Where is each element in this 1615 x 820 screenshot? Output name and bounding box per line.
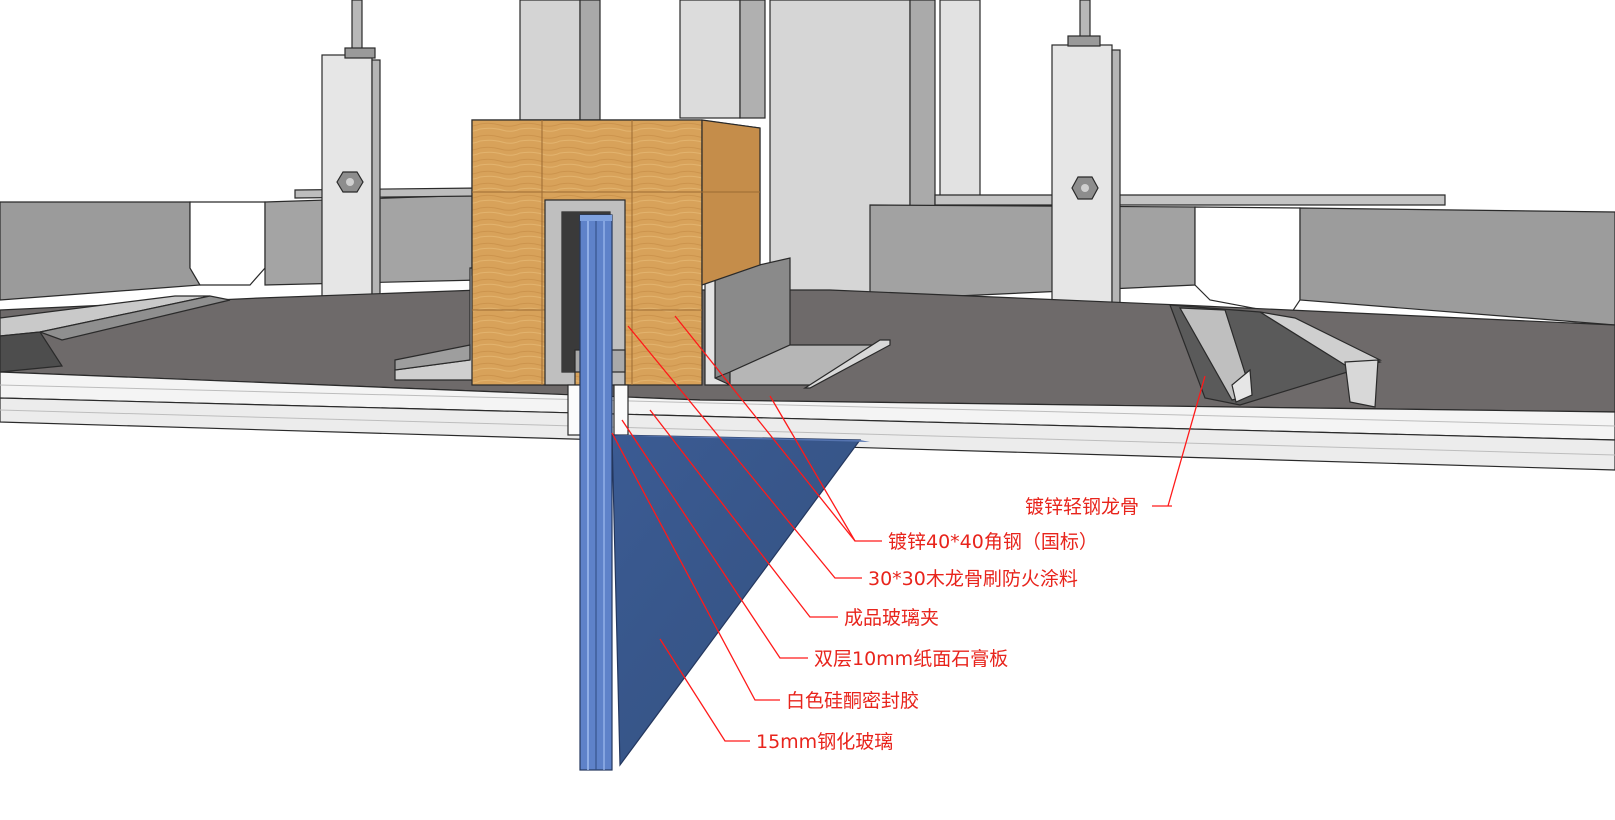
angle-steel-right [704, 257, 891, 389]
label-light-steel-keel: 镀锌轻钢龙骨 [1025, 496, 1139, 518]
label-silicone-sealant: 白色硅酮密封胶 [786, 690, 919, 712]
light-steel-keel-right [1169, 304, 1383, 408]
leader-line-glass-clip [649, 409, 838, 618]
leader-lines [611, 315, 1206, 742]
hanger-clip-left [321, 47, 381, 301]
leader-line-angle-steel-2 [769, 395, 856, 542]
leader-line-light-steel-keel [1167, 375, 1206, 507]
main-keel-left [0, 187, 481, 301]
label-glass-clip: 成品玻璃夹 [844, 607, 939, 629]
hanger-clip-right [1051, 35, 1121, 311]
leader-line-tempered-glass [659, 638, 750, 742]
leader-line-wood-keel [627, 325, 862, 579]
leader-line-silicone-sealant [611, 432, 780, 701]
tempered-glass [579, 214, 870, 771]
leader-line-gypsum-board [621, 419, 808, 659]
label-gypsum-board: 双层10mm纸面石膏板 [814, 647, 1008, 670]
callout-labels: 镀锌轻钢龙骨 镀锌40*40角钢（国标） 30*30木龙骨刷防火涂料 成品玻璃夹… [756, 496, 1139, 753]
label-wood-keel: 30*30木龙骨刷防火涂料 [868, 568, 1078, 590]
label-tempered-glass: 15mm钢化玻璃 [756, 731, 893, 753]
label-angle-steel: 镀锌40*40角钢（国标） [888, 531, 1098, 553]
light-steel-keel-left [0, 295, 231, 373]
